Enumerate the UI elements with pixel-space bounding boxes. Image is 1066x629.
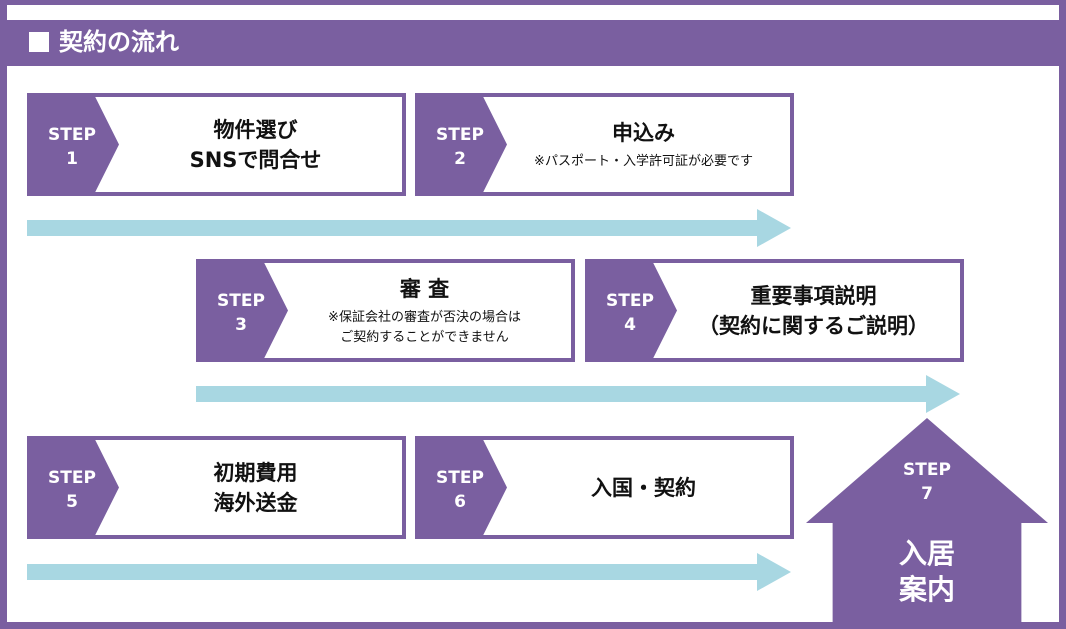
step-3-title: 審 査 bbox=[399, 276, 450, 301]
step-6-title: 入国・契約 bbox=[591, 475, 696, 500]
step-2-box: STEP 2 申込み ※パスポート・入学許可証が必要です bbox=[415, 93, 794, 196]
step-6-tab-number: 6 bbox=[454, 492, 466, 512]
step-6-box: STEP 6 入国・契約 bbox=[415, 436, 794, 539]
step-7-title-line-1: 入居 bbox=[898, 537, 955, 570]
step-4-tab-number: 4 bbox=[624, 315, 636, 335]
step-1-tab-label: STEP bbox=[48, 125, 96, 145]
step-4-title-line-2: （契約に関するご説明） bbox=[698, 313, 929, 338]
step-3-tab-label: STEP bbox=[217, 291, 265, 311]
step-2-note: ※パスポート・入学許可証が必要です bbox=[534, 153, 753, 169]
step-3-note-line-1: ※保証会社の審査が否決の場合は bbox=[328, 309, 521, 325]
step-5-title-line-2: 海外送金 bbox=[213, 490, 298, 515]
step-2-tab-label: STEP bbox=[436, 125, 484, 145]
step-3-tab-number: 3 bbox=[235, 315, 247, 335]
step-6-tab-label: STEP bbox=[436, 468, 484, 488]
step-2-title: 申込み bbox=[612, 120, 675, 145]
step-7-tab-number: 7 bbox=[921, 484, 933, 504]
step-5-tab-label: STEP bbox=[48, 468, 96, 488]
step-3-note-line-2: ご契約することができません bbox=[340, 329, 509, 345]
step-1-title-line-2: SNSで問合せ bbox=[189, 147, 322, 172]
step-2-tab-number: 2 bbox=[454, 149, 466, 169]
step-1-box: STEP 1 物件選び SNSで問合せ bbox=[27, 93, 406, 196]
row-3-arrow bbox=[27, 553, 791, 591]
page-title: 契約の流れ bbox=[59, 28, 179, 56]
title-bar: 契約の流れ bbox=[7, 20, 1059, 66]
step-7-house: STEP 7 入居 案内 bbox=[806, 418, 1048, 628]
step-1-title-line-1: 物件選び bbox=[213, 117, 298, 142]
step-4-tab-label: STEP bbox=[606, 291, 654, 311]
step-4-box: STEP 4 重要事項説明 （契約に関するご説明） bbox=[585, 259, 964, 362]
flow-content: STEP 1 物件選び SNSで問合せ STEP 2 申込み ※パスポート・入学… bbox=[7, 66, 1059, 628]
step-5-title-line-1: 初期費用 bbox=[213, 460, 298, 485]
title-square-icon bbox=[29, 32, 49, 52]
step-4-title-line-1: 重要事項説明 bbox=[750, 283, 877, 308]
row-1-arrow bbox=[27, 209, 791, 247]
step-7-tab-label: STEP bbox=[903, 460, 951, 480]
step-5-box: STEP 5 初期費用 海外送金 bbox=[27, 436, 406, 539]
step-3-box: STEP 3 審 査 ※保証会社の審査が否決の場合は ご契約することができません bbox=[196, 259, 575, 362]
step-1-tab-number: 1 bbox=[66, 149, 78, 169]
row-2-arrow bbox=[196, 375, 960, 413]
step-5-tab-number: 5 bbox=[66, 492, 78, 512]
step-7-title-line-2: 案内 bbox=[898, 573, 955, 606]
